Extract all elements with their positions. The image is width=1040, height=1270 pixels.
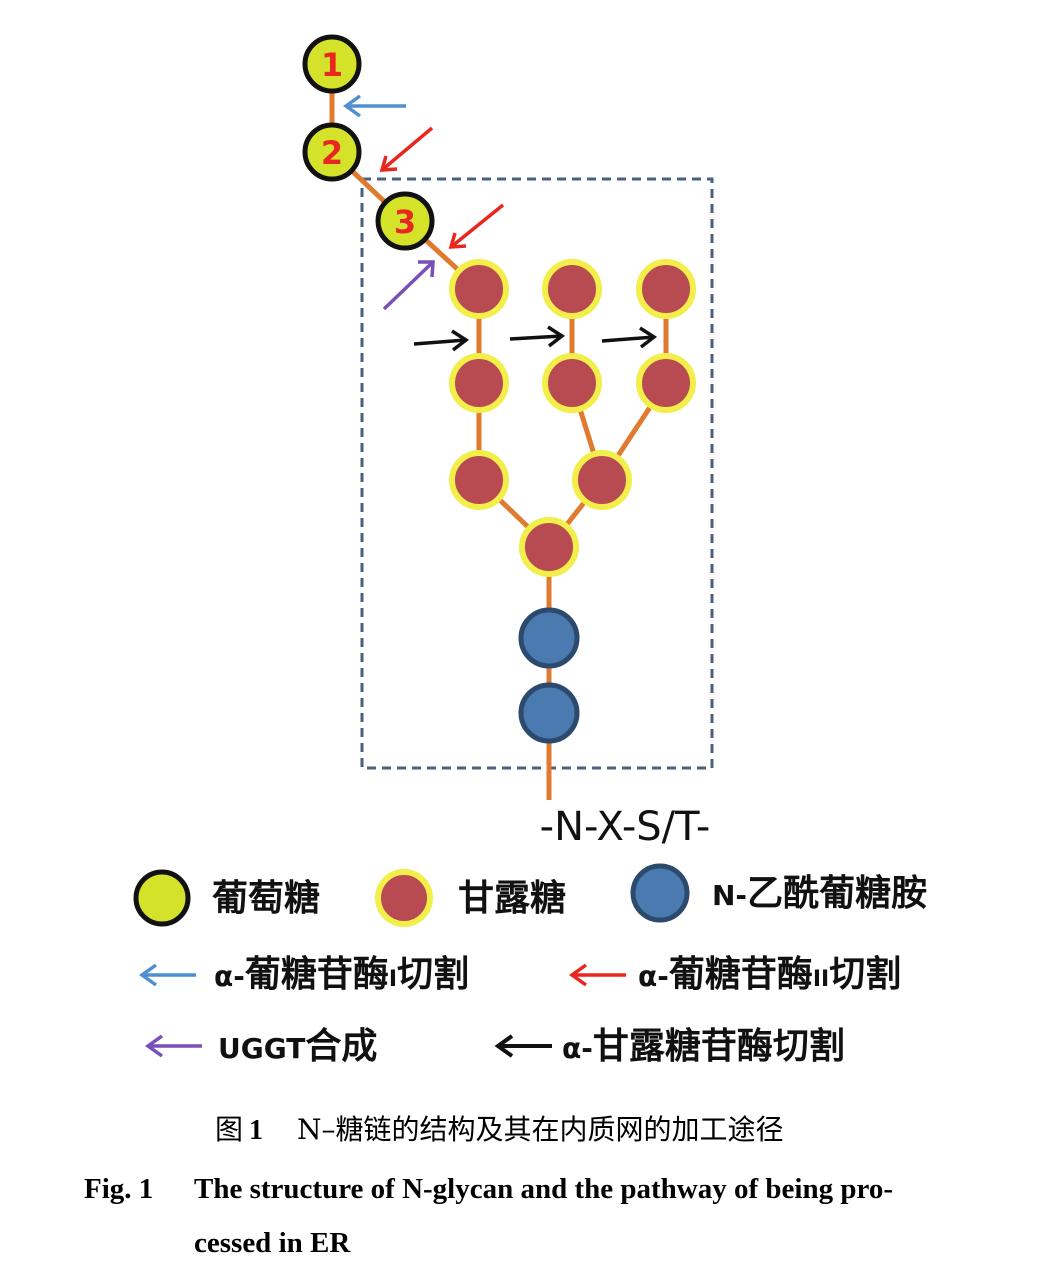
glucose-residue xyxy=(302,34,362,94)
mannose-residue xyxy=(636,353,696,413)
sequon-label: -N-X-S/T- xyxy=(540,804,711,850)
mannose-residue xyxy=(449,450,509,510)
legend-uggt: UGGT合成 xyxy=(144,1026,377,1067)
legend-glucose: 葡萄糖 xyxy=(133,869,320,927)
glucose-number: 3 xyxy=(394,203,416,241)
legend-uggt-label: UGGT合成 xyxy=(218,1026,377,1067)
mannose-residue xyxy=(519,517,579,577)
caption-en-line1: The structure of N-glycan and the pathwa… xyxy=(194,1173,893,1205)
mannosidase-legend-arrow xyxy=(494,1034,552,1058)
glcnac-residue xyxy=(518,682,580,744)
glcnac-residues xyxy=(518,607,580,744)
glcnac-prefix: N- xyxy=(712,879,747,912)
mannose-legend-icon xyxy=(375,869,433,927)
mannosidase-arrow xyxy=(509,325,566,348)
caption-cn-number: 1 xyxy=(249,1115,264,1146)
er-processing-box xyxy=(360,177,714,770)
glucose-residue xyxy=(302,122,362,182)
mannose-residue xyxy=(542,259,602,319)
glucosidase2-arrow xyxy=(448,203,505,249)
glcnac-name: 乙酰葡糖胺 xyxy=(747,873,927,914)
legend-glucosidase2: α-葡糖苷酶II切割 xyxy=(568,954,901,995)
mannose-residue xyxy=(449,353,509,413)
glucosidase1-arrow xyxy=(342,94,406,118)
caption-english: Fig. 1 The structure of N-glycan and the … xyxy=(84,1162,994,1270)
mannose-residue xyxy=(636,259,696,319)
caption-cn-text: N–糖链的结构及其在内质网的加工途径 xyxy=(297,1113,784,1146)
legend-glcnac-label: N-乙酰葡糖胺 xyxy=(712,873,927,914)
uggt-legend-arrow xyxy=(144,1034,202,1058)
glucose-number: 1 xyxy=(321,46,343,84)
legend-mannose-label: 甘露糖 xyxy=(458,878,566,919)
legend-glucosidase1: α-葡糖苷酶I切割 xyxy=(138,954,469,995)
mannose-residue xyxy=(572,450,632,510)
glcnac-residue xyxy=(518,607,580,669)
mannose-residue xyxy=(542,353,602,413)
legend-glucosidase1-label: α-葡糖苷酶I切割 xyxy=(214,954,469,995)
glucose-number: 2 xyxy=(321,134,343,172)
caption-cn-label: 图 xyxy=(215,1113,244,1146)
legend-mannosidase-label: α-甘露糖苷酶切割 xyxy=(562,1026,845,1067)
glucose-residue xyxy=(375,191,435,251)
caption-en-label: Fig. 1 xyxy=(84,1173,154,1205)
glucose-legend-icon xyxy=(133,869,191,927)
uggt-arrow xyxy=(382,260,435,311)
mannosidase-arrow xyxy=(413,329,470,352)
glucose-3: 3 xyxy=(375,191,435,251)
glucosidase2-legend-arrow xyxy=(568,963,626,987)
legend-glucosidase2-label: α-葡糖苷酶II切割 xyxy=(638,954,901,995)
glycosidic-bonds xyxy=(329,64,669,800)
legend-mannosidase: α-甘露糖苷酶切割 xyxy=(494,1026,845,1067)
glucose-1: 1 xyxy=(302,34,362,94)
legend-mannose: 甘露糖 xyxy=(375,869,566,927)
glucosidase1-legend-arrow xyxy=(138,963,196,987)
mannose-residue xyxy=(449,259,509,319)
mannose-residues xyxy=(449,259,696,577)
glucose-2: 2 xyxy=(302,122,362,182)
legend-glucose-label: 葡萄糖 xyxy=(212,878,320,919)
mannosidase-arrow xyxy=(601,326,658,349)
caption-en-line2: cessed in ER xyxy=(194,1227,351,1259)
glcnac-legend-icon xyxy=(630,863,690,923)
legend-glcnac: N-乙酰葡糖胺 xyxy=(630,863,927,923)
glucosidase2-arrow xyxy=(379,126,434,172)
